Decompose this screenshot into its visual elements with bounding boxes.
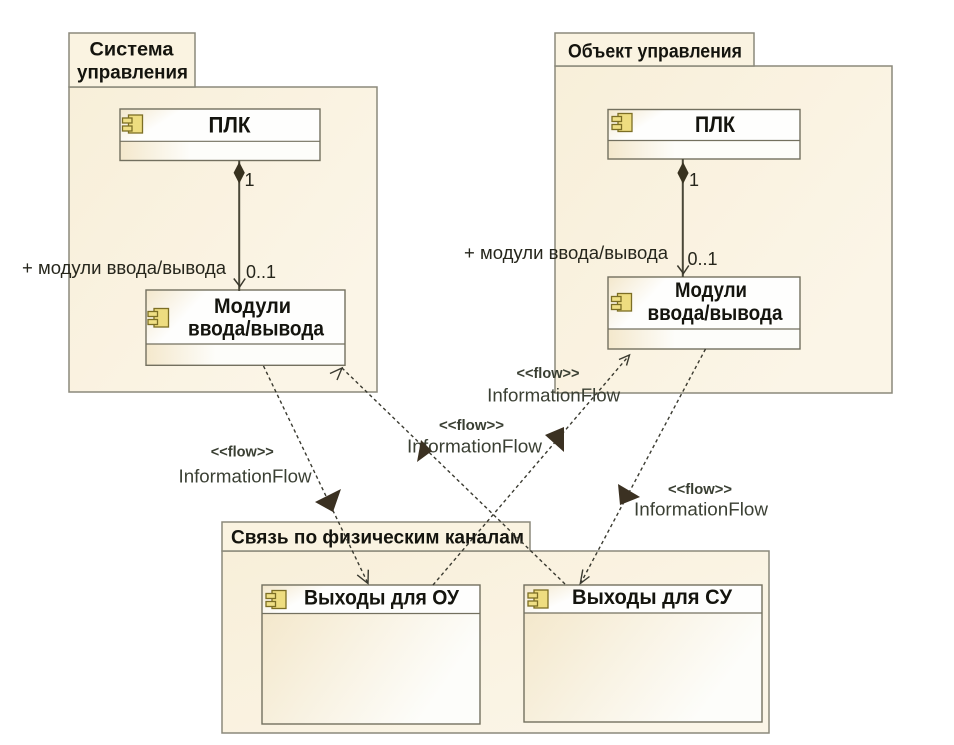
svg-text:InformationFlow: InformationFlow (634, 500, 769, 520)
svg-text:ПЛК: ПЛК (695, 112, 736, 137)
svg-text:Система: Система (90, 40, 174, 61)
svg-text:ввода/вывода: ввода/вывода (188, 318, 324, 341)
svg-text:+ модули ввода/вывода: + модули ввода/вывода (22, 258, 227, 278)
svg-text:Выходы для ОУ: Выходы для ОУ (304, 587, 460, 610)
svg-text:1: 1 (245, 170, 255, 190)
svg-text:Объект управления: Объект управления (568, 42, 742, 63)
svg-text:InformationFlow: InformationFlow (407, 437, 543, 457)
svg-text:InformationFlow: InformationFlow (487, 386, 621, 406)
svg-text:<<flow>>: <<flow>> (668, 481, 732, 498)
svg-text:ПЛК: ПЛК (209, 113, 252, 138)
svg-text:<<flow>>: <<flow>> (211, 444, 274, 461)
svg-text:ввода/вывода: ввода/вывода (648, 302, 783, 325)
svg-text:<<flow>>: <<flow>> (439, 417, 504, 434)
svg-text:управления: управления (77, 63, 188, 84)
svg-text:Выходы для СУ: Выходы для СУ (572, 586, 733, 609)
svg-text:Связь по физическим каналам: Связь по физическим каналам (231, 528, 524, 549)
svg-text:0..1: 0..1 (246, 262, 276, 282)
svg-text:Модули: Модули (214, 295, 291, 318)
svg-text:1: 1 (689, 170, 699, 190)
svg-text:Модули: Модули (675, 279, 747, 302)
svg-text:+ модули ввода/вывода: + модули ввода/вывода (464, 243, 669, 263)
svg-text:InformationFlow: InformationFlow (179, 467, 313, 487)
svg-text:<<flow>>: <<flow>> (517, 365, 580, 382)
svg-text:0..1: 0..1 (688, 249, 718, 269)
